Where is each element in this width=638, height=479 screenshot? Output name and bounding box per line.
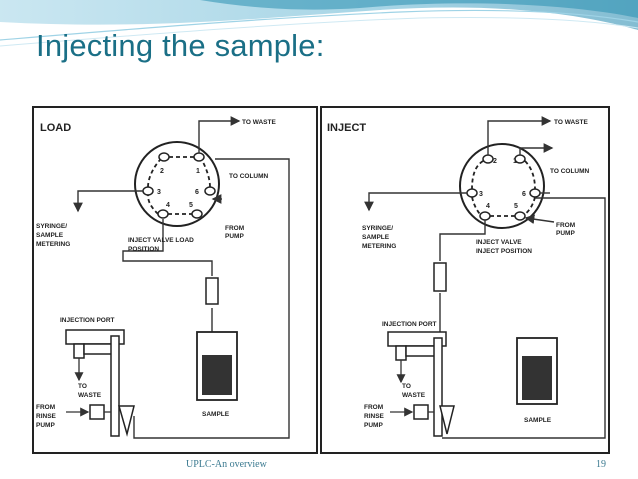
inject-port-6: 6 (522, 191, 526, 198)
inject-from-pump-label-line-1: FROM (556, 222, 575, 229)
inject-port-5: 5 (514, 203, 518, 210)
load-port-lines (66, 358, 111, 417)
slide-title: Injecting the sample: (36, 28, 325, 63)
load-port-2: 2 (160, 168, 164, 175)
load-to-column-label: TO COLUMN (229, 173, 269, 180)
inject-rinse-pump-label-line-2: RINSE (364, 413, 385, 420)
injection-diagram: LOAD 2 1 3 6 4 5 (32, 106, 610, 454)
load-port-4: 4 (166, 202, 170, 209)
load-syringe-label-line-1: SYRINGE/ (36, 223, 67, 230)
inject-port-1: 1 (513, 158, 517, 165)
load-waste-label-line-1: TO (78, 383, 87, 390)
inject-to-waste-label: TO WASTE (554, 119, 588, 126)
load-panel: LOAD 2 1 3 6 4 5 (32, 106, 318, 454)
inject-to-column-label: TO COLUMN (550, 168, 590, 175)
inject-rinse-pump-label-line-3: PUMP (364, 422, 383, 429)
header-wave-decoration (0, 0, 638, 47)
load-port-1: 1 (196, 168, 200, 175)
inject-port-3: 3 (479, 191, 483, 198)
inject-port-2: 2 (493, 158, 497, 165)
load-waste-label-line-2: WASTE (78, 392, 102, 399)
inject-waste-label-line-2: WASTE (402, 392, 426, 399)
footer-title: UPLC-An overview (186, 459, 267, 470)
load-sample-vial (196, 331, 238, 401)
inject-syringe-label-line-2: SAMPLE (362, 234, 390, 241)
load-port-5: 5 (189, 202, 193, 209)
load-valve-connections (147, 156, 211, 215)
inject-syringe-label-line-3: METERING (362, 243, 396, 250)
load-valve: 2 1 3 6 4 5 (134, 141, 220, 227)
inject-filter (433, 262, 447, 292)
inject-valve-ports (466, 154, 541, 221)
load-tubing (73, 116, 290, 439)
load-syringe-label-line-2: SAMPLE (36, 232, 64, 239)
load-heading: LOAD (40, 122, 71, 134)
inject-valve-position-label-line-2: INJECT POSITION (476, 248, 532, 255)
inject-sample-vial (516, 337, 558, 405)
load-filter (205, 277, 219, 305)
load-from-pump-label-line-2: PUMP (225, 233, 244, 240)
inject-rinse-pump-label-line-1: FROM (364, 404, 383, 411)
inject-waste-label-line-1: TO (402, 383, 411, 390)
inject-port-lines (390, 360, 434, 417)
load-valve-position-label-line-2: POSITION (128, 246, 159, 253)
inject-valve-position-label-line-1: INJECT VALVE (476, 239, 522, 246)
load-syringe-label-line-3: METERING (36, 241, 70, 248)
load-injection-port (65, 329, 135, 437)
load-port-3: 3 (157, 189, 161, 196)
inject-panel: INJECT 2 1 3 6 4 5 (320, 106, 610, 454)
inject-injection-port (387, 331, 455, 437)
page-number: 19 (596, 459, 606, 470)
load-from-pump-label-line-1: FROM (225, 225, 244, 232)
load-to-waste-label: TO WASTE (242, 119, 276, 126)
load-port-6: 6 (195, 189, 199, 196)
load-valve-position-label-line-1: INJECT VALVE LOAD (128, 237, 194, 244)
inject-port-4: 4 (486, 203, 490, 210)
inject-from-pump-label-line-2: PUMP (556, 230, 575, 237)
inject-sample-label: SAMPLE (524, 417, 552, 424)
inject-heading: INJECT (327, 122, 366, 134)
load-rinse-pump-label-line-3: PUMP (36, 422, 55, 429)
inject-valve: 2 1 3 6 4 5 (459, 143, 545, 229)
inject-injection-port-label: INJECTION PORT (382, 321, 437, 328)
inject-syringe-label-line-1: SYRINGE/ (362, 225, 393, 232)
load-rinse-pump-label-line-2: RINSE (36, 413, 57, 420)
inject-valve-connections (471, 160, 536, 217)
load-injection-port-label: INJECTION PORT (60, 317, 115, 324)
load-rinse-pump-label-line-1: FROM (36, 404, 55, 411)
load-sample-label: SAMPLE (202, 411, 230, 418)
